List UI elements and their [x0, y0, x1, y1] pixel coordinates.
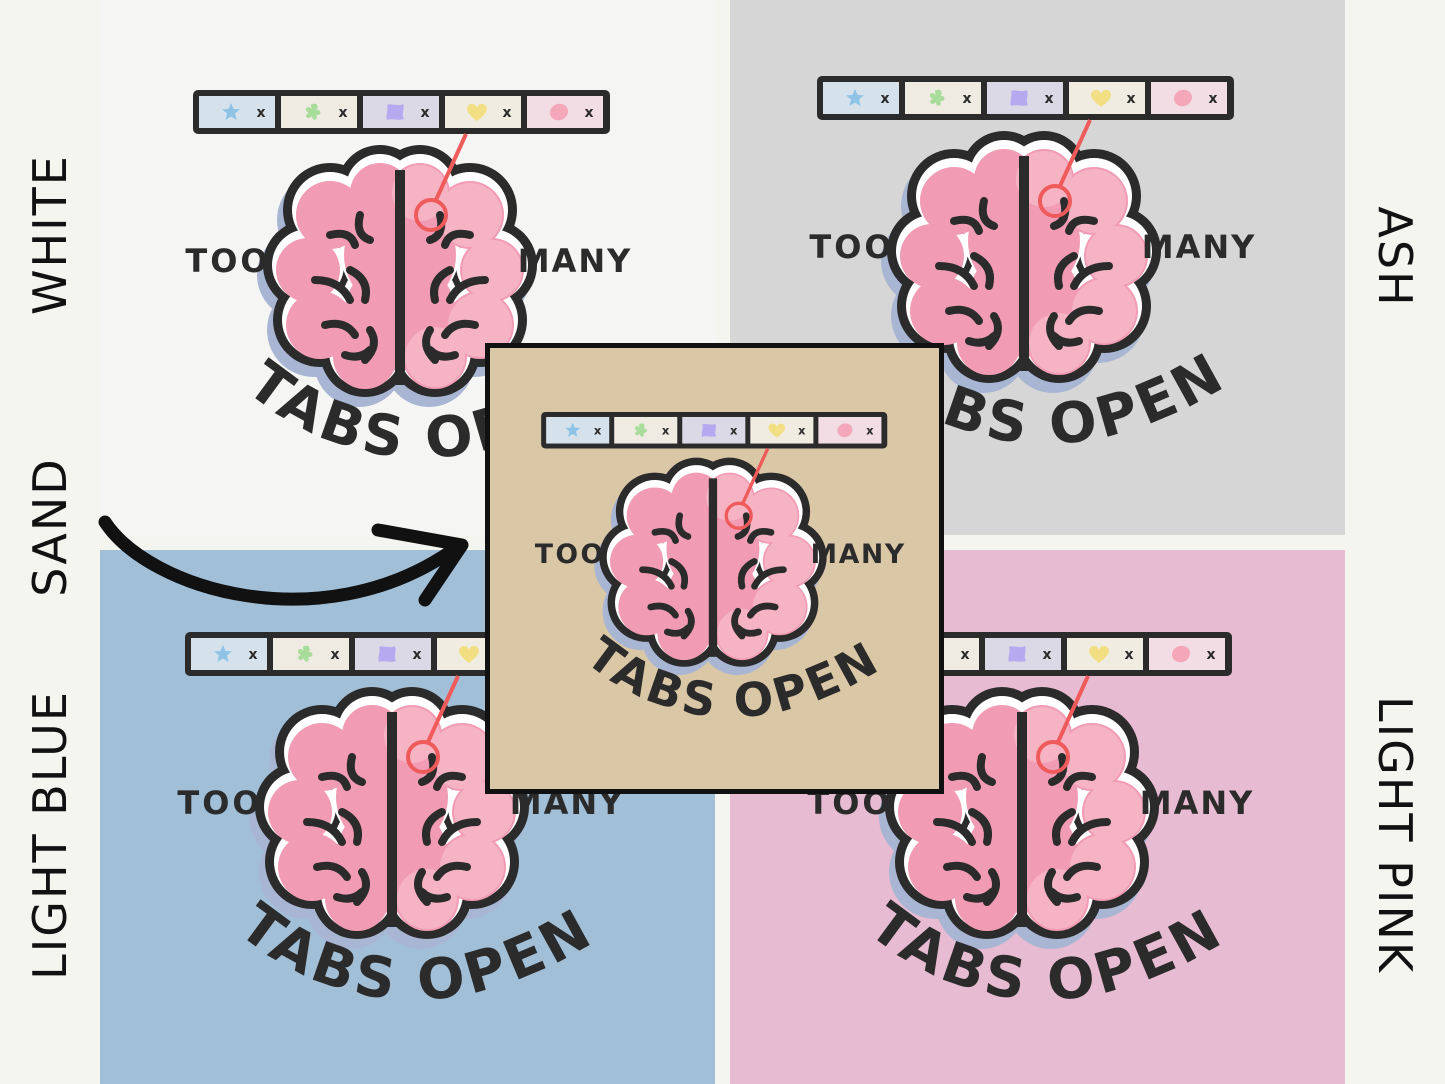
tab: x: [750, 416, 814, 444]
heart-icon: [1089, 645, 1109, 663]
pointer-circle: [406, 740, 440, 774]
tab-close: x: [338, 105, 347, 121]
tab-close: x: [866, 423, 874, 437]
too-text: TOO: [809, 228, 894, 266]
blob-icon: [386, 104, 404, 120]
tab: x: [905, 82, 981, 114]
tab: x: [546, 416, 610, 444]
label-sand: SAND: [23, 457, 77, 597]
flower-icon: [305, 103, 321, 120]
label-light-blue: LIGHT BLUE: [23, 690, 77, 980]
pointer-line: [426, 675, 460, 743]
brain-icon: [881, 131, 1161, 393]
tab: x: [1069, 82, 1145, 114]
pointer-line: [434, 133, 468, 201]
blob-icon: [701, 423, 717, 437]
heart-icon: [1091, 89, 1111, 107]
tab-close: x: [584, 105, 593, 121]
tab-close: x: [962, 91, 971, 107]
tab: x: [527, 96, 603, 128]
pointer-circle: [724, 501, 753, 530]
tab: x: [614, 416, 678, 444]
flower-icon: [634, 423, 647, 437]
tab: x: [1067, 638, 1143, 670]
tab-close: x: [420, 105, 429, 121]
tab: x: [191, 638, 267, 670]
pointer-circle: [414, 198, 448, 232]
circle-icon: [1173, 89, 1193, 107]
tab: x: [355, 638, 431, 670]
tab: x: [987, 82, 1063, 114]
many-text: MANY: [811, 539, 906, 570]
tab-close: x: [1042, 647, 1051, 663]
heart-icon: [459, 645, 479, 663]
tab-close: x: [960, 647, 969, 663]
label-white: WHITE: [23, 154, 77, 315]
tab-close: x: [1126, 91, 1135, 107]
tab: x: [823, 82, 899, 114]
star-icon: [565, 422, 581, 437]
blob-icon: [1008, 646, 1026, 662]
tab: x: [281, 96, 357, 128]
tab-close: x: [730, 423, 738, 437]
tab: x: [682, 416, 746, 444]
brain-icon: [249, 687, 529, 949]
tab-close: x: [880, 91, 889, 107]
tab-close: x: [798, 423, 806, 437]
tab-close: x: [1044, 91, 1053, 107]
many-text: MANY: [1140, 784, 1255, 822]
circle-icon: [837, 423, 853, 438]
tab: x: [1149, 638, 1225, 670]
too-text: TOO: [177, 784, 262, 822]
label-light-pink: LIGHT PINK: [1368, 695, 1422, 975]
pointer-circle: [1036, 740, 1070, 774]
tab-close: x: [662, 423, 670, 437]
tab: x: [1151, 82, 1227, 114]
blob-icon: [1010, 90, 1028, 106]
flower-icon: [929, 89, 945, 106]
brain-icon: [879, 687, 1159, 949]
tab: x: [363, 96, 439, 128]
tab-close: x: [502, 105, 511, 121]
tab: x: [445, 96, 521, 128]
tab: x: [199, 96, 275, 128]
tab-close: x: [248, 647, 257, 663]
pointer-circle: [1038, 184, 1072, 218]
heart-icon: [467, 103, 487, 121]
flower-icon: [297, 645, 313, 662]
tab-close: x: [1124, 647, 1133, 663]
many-text: MANY: [518, 242, 633, 280]
brain-icon: [594, 457, 827, 676]
tab: x: [985, 638, 1061, 670]
blob-icon: [378, 646, 396, 662]
tab-close: x: [412, 647, 421, 663]
circle-icon: [549, 103, 569, 121]
star-icon: [214, 645, 232, 662]
pointer-line: [1056, 675, 1090, 743]
brain-icon: [257, 145, 537, 407]
tab-close: x: [256, 105, 265, 121]
heart-icon: [768, 423, 786, 438]
tab-close: x: [1206, 647, 1215, 663]
star-icon: [222, 103, 240, 120]
many-text: MANY: [1142, 228, 1257, 266]
tab-close: x: [330, 647, 339, 663]
too-text: TOO: [535, 539, 606, 570]
pointer-line: [741, 447, 770, 504]
tab-close: x: [1208, 91, 1217, 107]
tab: x: [273, 638, 349, 670]
pointer-line: [1058, 119, 1092, 187]
tab-close: x: [594, 423, 602, 437]
circle-icon: [1171, 645, 1191, 663]
label-ash: ASH: [1368, 206, 1422, 308]
tab: x: [818, 416, 882, 444]
star-icon: [846, 89, 864, 106]
too-text: TOO: [185, 242, 270, 280]
